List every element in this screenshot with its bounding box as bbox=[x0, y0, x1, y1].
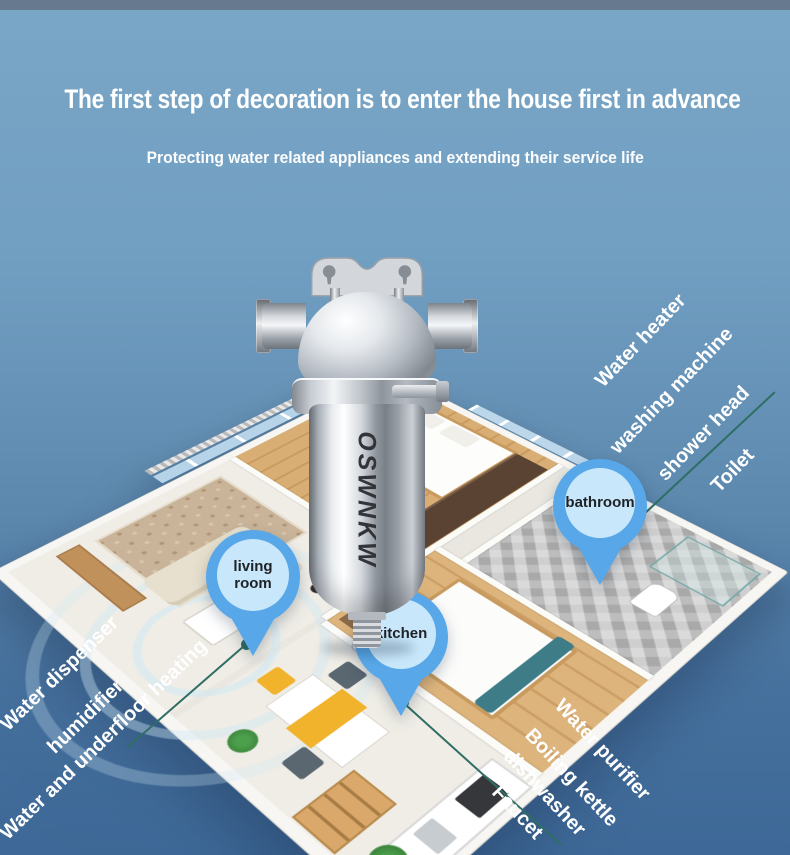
brand-text: OSWNKW bbox=[352, 431, 381, 569]
outlet-port bbox=[428, 303, 472, 349]
pin-label: living room bbox=[233, 557, 273, 592]
bracket-plate-icon bbox=[311, 257, 423, 297]
pin-label: bathroom bbox=[565, 494, 635, 512]
pin-label-circle: bathroom bbox=[565, 468, 635, 538]
label-toilet: Toilet bbox=[706, 444, 759, 497]
page-subtitle: Protecting water related appliances and … bbox=[0, 148, 790, 168]
pin-head: living room bbox=[206, 530, 300, 624]
map-pin-bathroom: bathroom bbox=[553, 459, 647, 585]
title-text: The first step of decoration is to enter… bbox=[64, 84, 741, 114]
inlet-port bbox=[262, 303, 306, 349]
pin-label: kitchen bbox=[374, 625, 428, 643]
drain-collar bbox=[348, 612, 386, 620]
clamp-bolt bbox=[392, 385, 446, 398]
drain-nipple bbox=[353, 620, 381, 648]
page-title: The first step of decoration is to enter… bbox=[0, 84, 790, 115]
top-strip bbox=[0, 0, 790, 10]
product-shadow bbox=[322, 640, 414, 656]
mounting-bracket bbox=[304, 252, 430, 302]
clamp-nut bbox=[436, 381, 449, 402]
pin-head: bathroom bbox=[553, 459, 647, 553]
subtitle-text: Protecting water related appliances and … bbox=[146, 148, 644, 167]
pin-label-circle: living room bbox=[217, 539, 289, 611]
map-pin-living-room: living room bbox=[206, 530, 300, 656]
filter-body bbox=[309, 404, 425, 616]
